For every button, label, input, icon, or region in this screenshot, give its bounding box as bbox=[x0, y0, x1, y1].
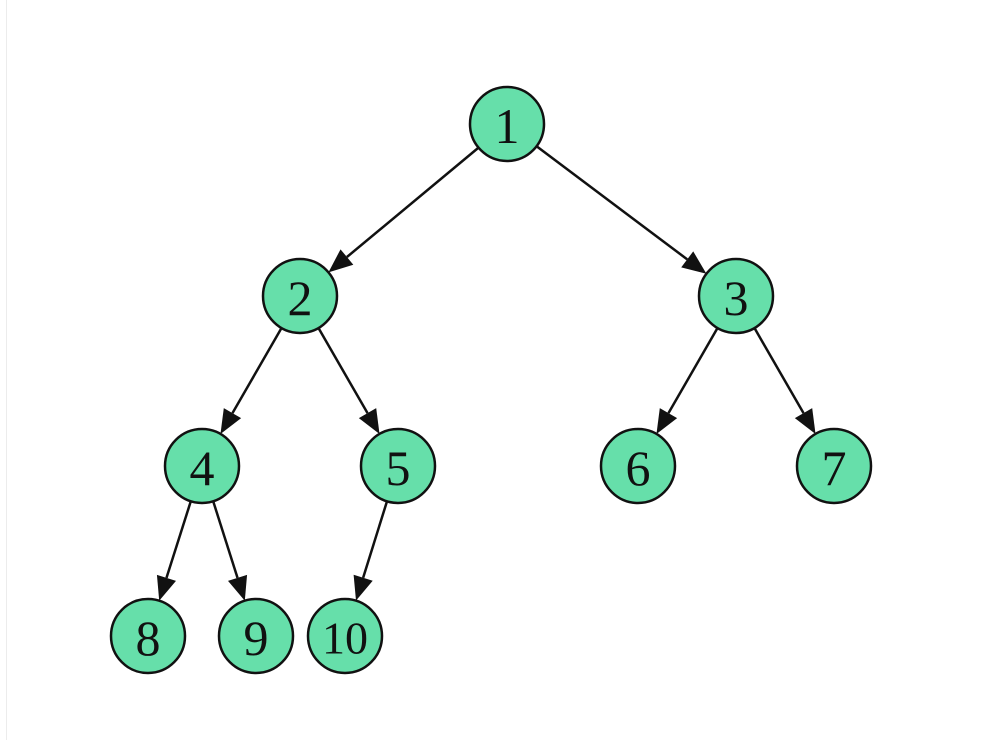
edge-4-8 bbox=[156, 500, 192, 601]
edge-4-9 bbox=[212, 500, 248, 601]
tree-node-4: 4 bbox=[163, 427, 241, 505]
edge-line bbox=[667, 327, 719, 414]
edge-line bbox=[212, 500, 239, 579]
node-circle bbox=[109, 597, 187, 675]
node-circle bbox=[697, 257, 775, 335]
node-circle bbox=[599, 427, 677, 505]
node-circle bbox=[217, 597, 295, 675]
edge-2-4 bbox=[220, 327, 283, 434]
arrowhead-icon bbox=[681, 251, 707, 274]
node-label: 4 bbox=[190, 440, 215, 496]
tree-node-9: 9 bbox=[217, 597, 295, 675]
edge-1-3 bbox=[535, 145, 707, 274]
arrowhead-icon bbox=[353, 574, 373, 601]
node-circle bbox=[468, 85, 546, 163]
node-circle bbox=[261, 257, 339, 335]
edge-5-10 bbox=[353, 500, 389, 601]
arrowhead-icon bbox=[794, 408, 816, 434]
edge-line bbox=[361, 500, 389, 579]
edge-line bbox=[753, 327, 805, 414]
nodes-layer: 1 2 3 4 5 6 7 8 9 10 bbox=[109, 85, 873, 675]
edge-3-7 bbox=[753, 327, 816, 434]
tree-node-6: 6 bbox=[599, 427, 677, 505]
edge-1-2 bbox=[328, 146, 480, 273]
tree-node-5: 5 bbox=[359, 427, 437, 505]
node-label: 3 bbox=[724, 270, 749, 326]
node-circle bbox=[163, 427, 241, 505]
node-label: 2 bbox=[288, 270, 313, 326]
node-label: 1 bbox=[495, 98, 520, 154]
tree-node-10: 10 bbox=[306, 597, 384, 675]
node-label: 8 bbox=[136, 610, 161, 666]
node-circle bbox=[795, 427, 873, 505]
edge-line bbox=[231, 327, 283, 414]
edge-3-6 bbox=[656, 327, 719, 434]
edge-line bbox=[535, 145, 688, 261]
node-label: 9 bbox=[244, 610, 269, 666]
node-label: 6 bbox=[626, 440, 651, 496]
node-circle bbox=[359, 427, 437, 505]
tree-node-1: 1 bbox=[468, 85, 546, 163]
left-border bbox=[6, 0, 7, 740]
arrowhead-icon bbox=[328, 249, 354, 273]
edge-2-5 bbox=[317, 327, 380, 434]
arrowhead-icon bbox=[228, 574, 248, 601]
arrowhead-icon bbox=[220, 408, 242, 434]
node-label: 5 bbox=[386, 440, 411, 496]
tree-node-3: 3 bbox=[697, 257, 775, 335]
edge-line bbox=[317, 327, 369, 414]
edges-layer bbox=[156, 145, 816, 601]
edge-line bbox=[165, 500, 192, 579]
edge-line bbox=[346, 146, 480, 258]
node-circle bbox=[306, 597, 384, 675]
arrowhead-icon bbox=[156, 574, 176, 601]
node-label: 7 bbox=[822, 440, 847, 496]
arrowhead-icon bbox=[656, 408, 678, 434]
node-label: 10 bbox=[322, 613, 368, 664]
tree-node-2: 2 bbox=[261, 257, 339, 335]
tree-node-7: 7 bbox=[795, 427, 873, 505]
arrowhead-icon bbox=[358, 408, 380, 434]
tree-node-8: 8 bbox=[109, 597, 187, 675]
